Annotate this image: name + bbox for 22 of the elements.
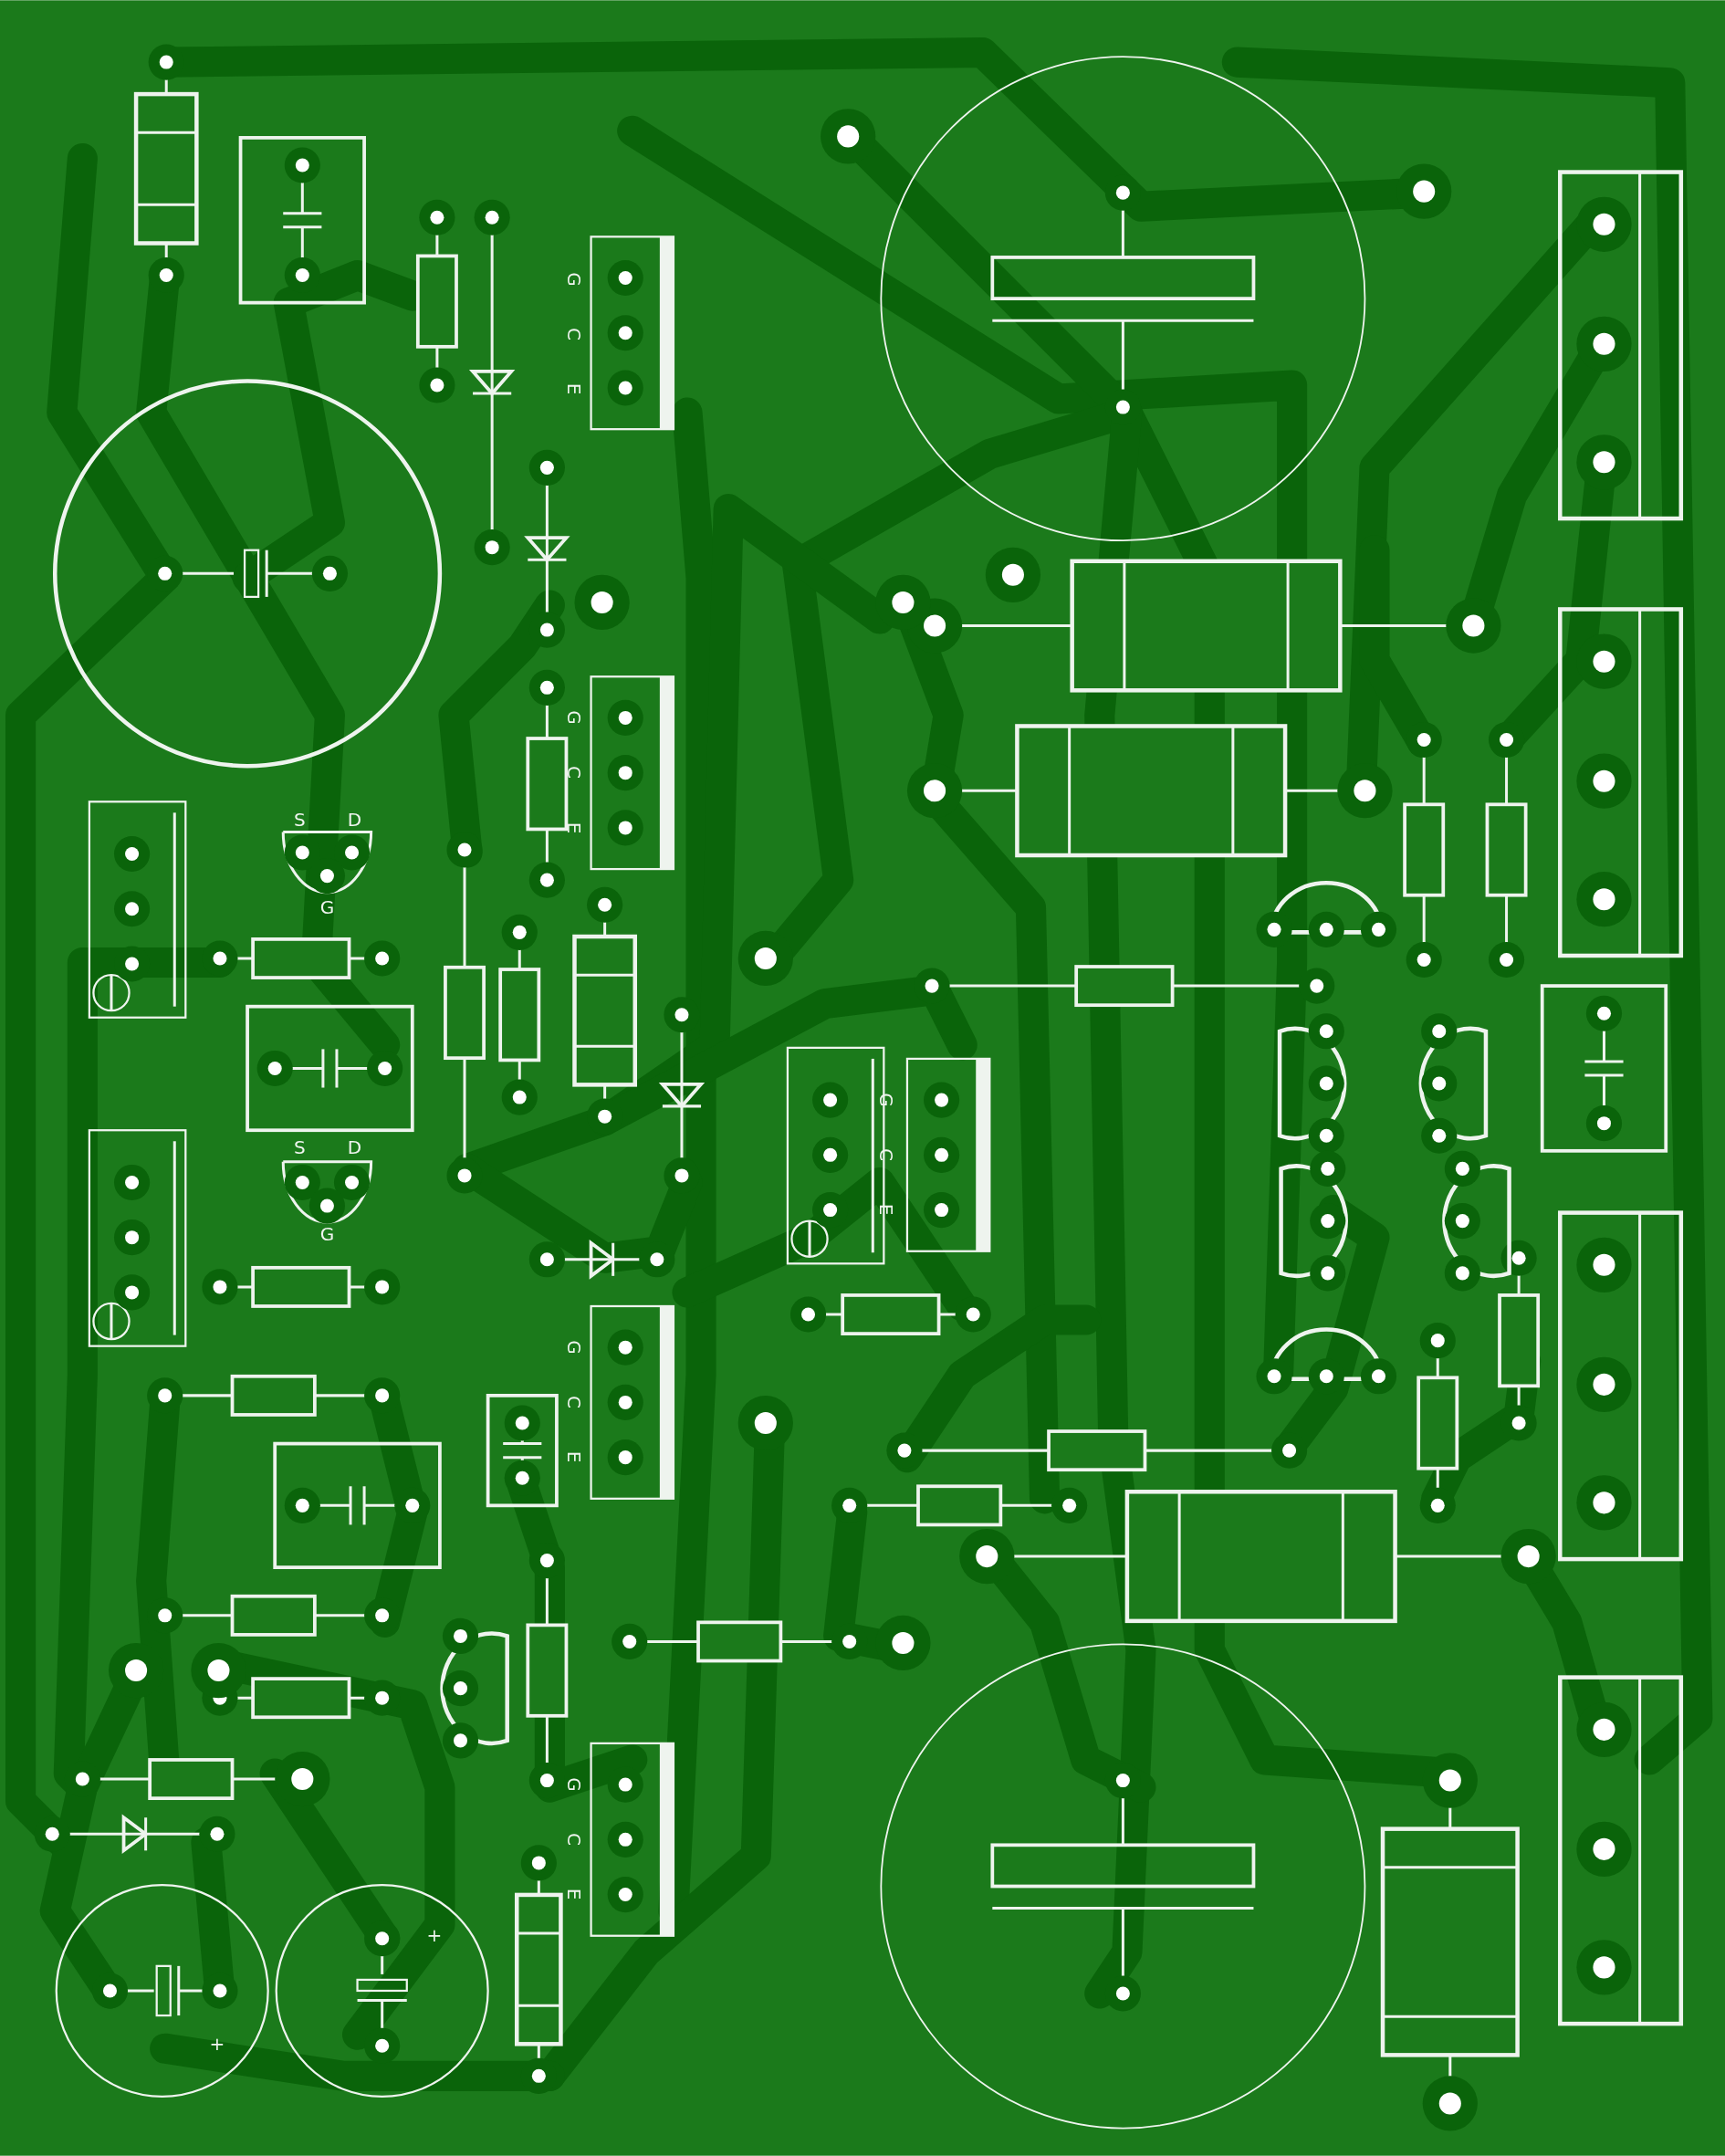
pin-label: G — [565, 710, 584, 725]
pin-label: E — [877, 1203, 896, 1216]
pin-label: E — [565, 1888, 584, 1900]
pin-label: C — [565, 1833, 584, 1846]
pin-label: G — [319, 1225, 335, 1244]
pin-label: D — [347, 810, 362, 829]
pin-label: D — [347, 1138, 362, 1157]
pin-label: E — [565, 1451, 584, 1463]
pin-label: G — [319, 897, 335, 916]
pin-label: C — [565, 327, 584, 340]
pin-label: G — [565, 1777, 584, 1792]
polarity-mark: + — [426, 1926, 443, 1945]
pin-label: S — [293, 810, 306, 829]
pin-label: S — [293, 1138, 306, 1157]
pin-label: E — [565, 382, 584, 395]
pin-label: C — [565, 1396, 584, 1409]
pin-label: C — [565, 766, 584, 780]
pin-label: C — [877, 1148, 896, 1161]
polarity-mark: + — [209, 2035, 225, 2054]
pin-label: G — [565, 1340, 584, 1355]
pin-label: E — [565, 822, 584, 833]
pin-label: G — [565, 271, 584, 287]
